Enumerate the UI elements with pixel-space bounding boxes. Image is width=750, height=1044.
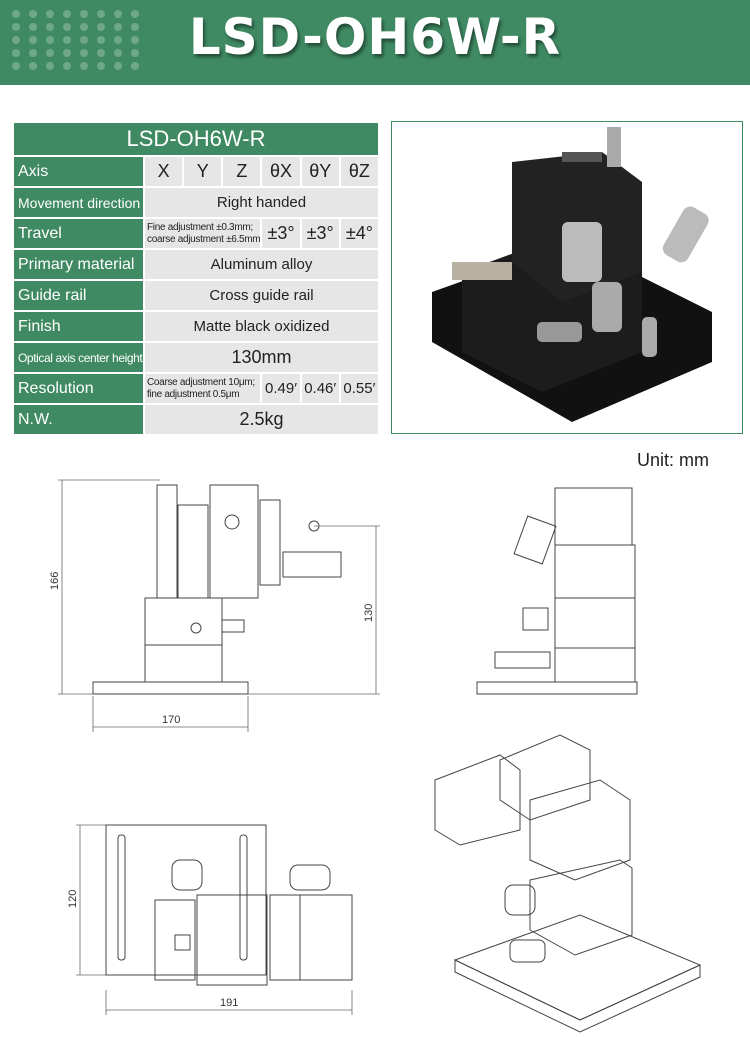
row-label: Primary material: [12, 248, 145, 281]
page-title: LSD-OH6W-R: [188, 8, 562, 66]
travel-theta-z: ±4°: [338, 217, 381, 250]
side-view-drawing: [476, 487, 638, 695]
resolution-theta-x: 0.49′: [260, 372, 302, 405]
dimension-lines: [58, 479, 380, 1015]
resolution-coarse: Coarse adjustment 10μm;: [147, 376, 255, 388]
row-label: Travel: [12, 217, 145, 250]
isometric-drawing: [434, 734, 702, 1033]
resolution-theta-z: 0.55′: [338, 372, 381, 405]
travel-linear: Fine adjustment ±0.3mm;coarse adjustment…: [142, 217, 263, 250]
travel-theta-y: ±3°: [299, 217, 341, 250]
resolution-linear: Coarse adjustment 10μm;fine adjustment 0…: [142, 372, 263, 405]
row-label: Finish: [12, 310, 145, 343]
row-value: 130mm: [143, 341, 380, 374]
row-label: Movement direction: [12, 186, 145, 219]
dim-191: 191: [220, 997, 238, 1009]
row-value: Matte black oxidized: [143, 310, 380, 343]
dim-170: 170: [162, 714, 180, 726]
axis-z: Z: [221, 155, 263, 188]
table-row: N.W.2.5kg: [12, 403, 380, 436]
resolution-fine: fine adjustment 0.5μm: [147, 388, 240, 400]
row-value: 2.5kg: [143, 403, 380, 436]
axis-theta-x: θX: [260, 155, 302, 188]
dim-120: 120: [67, 890, 79, 908]
row-value: Right handed: [143, 186, 380, 219]
table-row: Travel Fine adjustment ±0.3mm;coarse adj…: [12, 217, 381, 250]
front-view-drawing: [92, 484, 342, 695]
resolution-theta-y: 0.46′: [299, 372, 341, 405]
row-label: N.W.: [12, 403, 145, 436]
axis-theta-y: θY: [299, 155, 341, 188]
row-label: Resolution: [12, 372, 145, 405]
unit-label: Unit: mm: [637, 450, 709, 470]
spec-table: LSD-OH6W-R Axis X Y Z θX θY θZ Movement …: [12, 121, 381, 436]
axis-y: Y: [182, 155, 224, 188]
dim-130: 130: [363, 604, 375, 622]
axis-theta-z: θZ: [338, 155, 381, 188]
table-title: LSD-OH6W-R: [12, 121, 380, 157]
axis-x: X: [142, 155, 185, 188]
product-photo: [391, 121, 743, 434]
decorative-dots: [12, 10, 143, 70]
row-value: Aluminum alloy: [143, 248, 380, 281]
travel-theta-x: ±3°: [260, 217, 302, 250]
title-banner: LSD-OH6W-R: [0, 0, 750, 85]
table-row: Axis X Y Z θX θY θZ: [12, 155, 381, 188]
row-label: Guide rail: [12, 279, 145, 312]
row-label: Optical axis center height: [12, 341, 145, 374]
dim-166: 166: [49, 572, 61, 590]
table-row: Resolution Coarse adjustment 10μm;fine a…: [12, 372, 381, 405]
travel-fine: Fine adjustment ±0.3mm;: [147, 221, 253, 233]
top-view-drawing: [105, 824, 353, 986]
row-value: Cross guide rail: [143, 279, 380, 312]
travel-coarse: coarse adjustment ±6.5mm: [147, 233, 261, 245]
row-label: Axis: [12, 155, 145, 188]
